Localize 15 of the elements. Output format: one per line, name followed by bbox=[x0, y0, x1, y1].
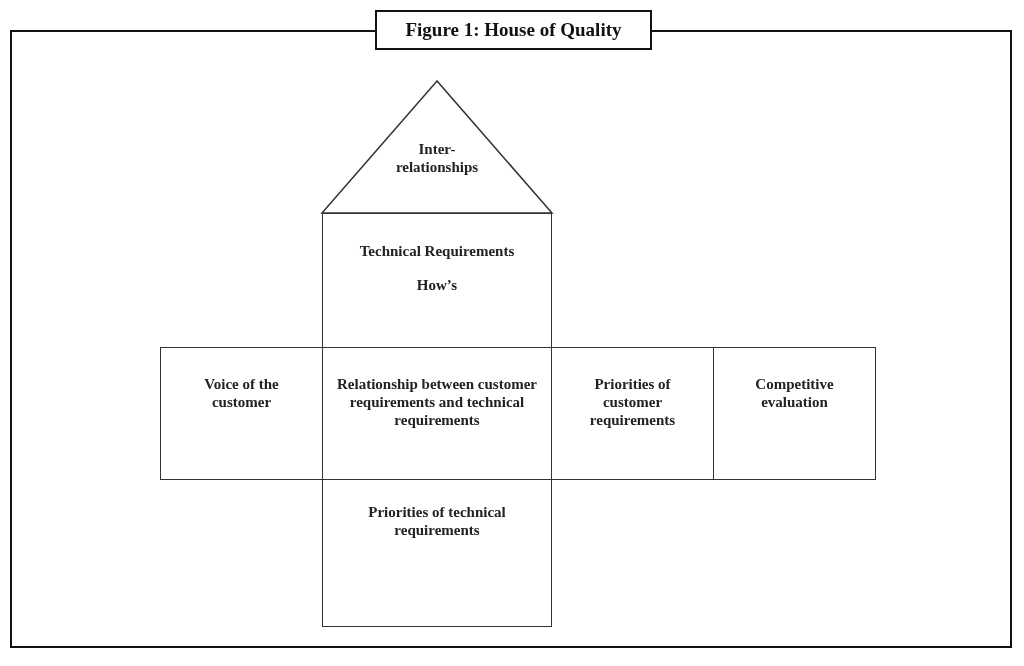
matrix-box bbox=[322, 479, 552, 627]
box-label: Relationship between customer requirements and technical requirements bbox=[336, 375, 538, 429]
box-label: Inter- relationships bbox=[394, 140, 480, 176]
box-label: Voice of the customer bbox=[203, 375, 280, 411]
box-label: Priorities of technical requirements bbox=[367, 503, 507, 539]
figure-title: Figure 1: House of Quality bbox=[375, 10, 652, 50]
box-label: Competitive evaluation bbox=[754, 375, 835, 411]
box-sublabel: How’s bbox=[416, 276, 458, 294]
roof-triangle bbox=[322, 80, 552, 214]
box-label: Priorities of customer requirements bbox=[588, 375, 677, 429]
matrix-box bbox=[551, 347, 714, 480]
box-label: Technical Requirements bbox=[359, 242, 515, 260]
matrix-box bbox=[160, 347, 323, 480]
matrix-box bbox=[322, 213, 552, 348]
matrix-box bbox=[713, 347, 876, 480]
